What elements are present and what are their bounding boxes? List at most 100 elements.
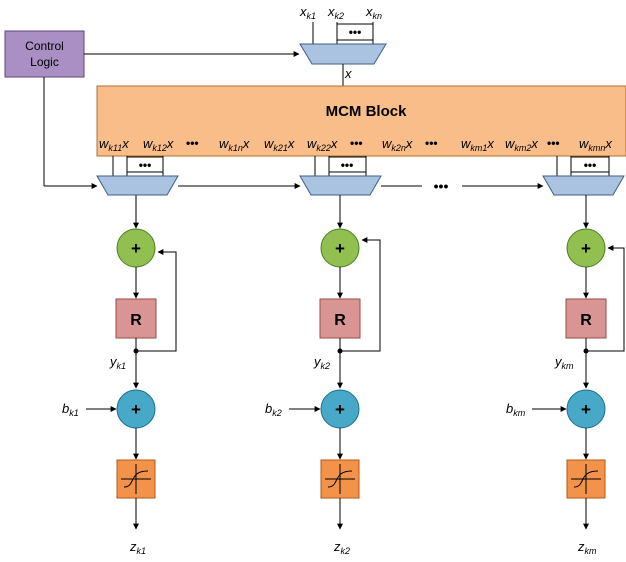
mcm-out-5-sub: k22 <box>316 143 331 153</box>
activation-2-curve <box>325 464 355 494</box>
out-1-sub: k1 <box>137 546 147 556</box>
accumulator-adder-m-symbol: + <box>581 239 591 258</box>
bias-m-base: b <box>506 401 513 416</box>
register-2-label: R <box>334 312 346 329</box>
acc-1-label: yk1 <box>109 354 126 371</box>
accumulator-adder-2-symbol: + <box>335 239 345 258</box>
register-1 <box>115 298 157 339</box>
bias-2-label: bk2 <box>265 401 282 418</box>
out-m-base: z <box>577 539 585 554</box>
mcm-block-title: MCM Block <box>326 103 407 120</box>
bias-m-sub: km <box>513 408 526 418</box>
mux-m <box>542 175 625 196</box>
mcm-out-9-sub: kmn <box>588 143 605 153</box>
mcm-out-6-sub: k2n <box>391 143 406 153</box>
input-x2-sub: k2 <box>335 11 345 21</box>
control-logic-label-1: Control <box>25 39 64 53</box>
mcm-out-8-base: w <box>505 136 516 151</box>
out-2-sub: k2 <box>341 546 351 556</box>
input-mux <box>299 43 387 65</box>
mcm-ellipsis-1: ••• <box>186 136 199 150</box>
bias-1-label: bk1 <box>62 401 79 418</box>
mux-output-label: x <box>344 66 352 81</box>
mcm-out-3-suffix: x <box>242 136 250 151</box>
bias-m-label: bkm <box>506 401 526 418</box>
control-logic-label-2: Logic <box>30 55 59 69</box>
mcm-out-5-base: w <box>307 136 318 151</box>
neuron-column-m: ••• + R ykm bkm + zkm <box>506 156 625 556</box>
svg-text:wk21x: wk21x <box>264 136 295 153</box>
mux-m-ellipsis-box <box>570 156 610 173</box>
mcm-out-7-base: w <box>461 136 472 151</box>
out-2-label: zk2 <box>333 539 350 556</box>
acc-1-base: y <box>109 354 118 369</box>
input-ellipsis: ••• <box>349 25 362 39</box>
neuron-column-2: ••• + R yk2 bk2 + zk2 <box>265 156 382 556</box>
mcm-out-8-sub: km2 <box>514 143 531 153</box>
mcm-block <box>96 85 626 157</box>
register-1-label: R <box>130 312 142 329</box>
mcm-out-3-sub: k1n <box>228 143 243 153</box>
mcm-ellipsis-4: ••• <box>547 136 560 150</box>
acc-m-sub: km <box>562 361 575 371</box>
bias-1-base: b <box>62 401 69 416</box>
input-x1-sub: k1 <box>307 11 317 21</box>
acc-2-label: yk2 <box>313 354 330 371</box>
mcm-out-1-base: w <box>99 136 110 151</box>
svg-text:wk12x: wk12x <box>143 136 174 153</box>
control-logic-box <box>4 30 85 78</box>
svg-text:xkn: xkn <box>365 4 382 21</box>
bias-2-sub: k2 <box>272 408 282 418</box>
mcm-out-2-suffix: x <box>166 136 174 151</box>
svg-text:wk1nx: wk1nx <box>219 136 250 153</box>
neuron-column-1: ••• + R yk1 bk1 + zk1 <box>62 156 179 556</box>
mcm-out-7-suffix: x <box>486 136 494 151</box>
mcm-out-9-suffix: x <box>604 136 612 151</box>
register-m-label: R <box>580 312 592 329</box>
out-2-base: z <box>333 539 341 554</box>
svg-text:wk2nx: wk2nx <box>382 136 413 153</box>
svg-text:wkm2x: wkm2x <box>505 136 538 153</box>
mcm-out-6-base: w <box>382 136 393 151</box>
mcm-out-4-base: w <box>264 136 275 151</box>
mcm-out-4-suffix: x <box>287 136 295 151</box>
mcm-out-1-sub: k11 <box>108 143 122 153</box>
mcm-ellipsis-3: ••• <box>425 136 438 150</box>
acc-2-base: y <box>313 354 322 369</box>
out-1-label: zk1 <box>129 539 146 556</box>
mux-1 <box>96 175 179 196</box>
input-xn-sub: kn <box>373 11 383 21</box>
mcm-out-3-base: w <box>219 136 230 151</box>
mux-2-ellipsis-box <box>328 156 367 173</box>
register-m <box>565 298 607 339</box>
bias-1-sub: k1 <box>69 408 79 418</box>
input-mux-inputs: xk1 xk2 xkn <box>299 4 382 21</box>
bias-adder-1-symbol: + <box>131 400 141 419</box>
register-2 <box>319 298 361 339</box>
mcm-out-7-sub: km1 <box>470 143 487 153</box>
bias-adder-m-symbol: + <box>581 400 591 419</box>
mcm-out-9-base: w <box>579 136 590 151</box>
svg-text:wk11x: wk11x <box>99 136 129 153</box>
accumulator-adder-1-symbol: + <box>131 239 141 258</box>
acc-m-label: ykm <box>554 354 574 371</box>
mcm-out-8-suffix: x <box>530 136 538 151</box>
input-x2-base: x <box>327 4 335 19</box>
svg-text:wkmnx: wkmnx <box>579 136 612 153</box>
mcm-ellipsis-2: ••• <box>350 136 363 150</box>
mcm-out-2-base: w <box>143 136 154 151</box>
acc-1-sub: k1 <box>117 361 127 371</box>
acc-2-sub: k2 <box>321 361 331 371</box>
mcm-out-2-sub: k12 <box>152 143 167 153</box>
out-m-label: zkm <box>577 539 597 556</box>
activation-1-curve <box>121 464 151 494</box>
acc-m-base: y <box>554 354 563 369</box>
mux-1-ellipsis-box <box>126 156 164 173</box>
bias-2-base: b <box>265 401 272 416</box>
mcm-out-5-suffix: x <box>330 136 338 151</box>
input-xn-base: x <box>365 4 373 19</box>
mux-m-ellipsis: ••• <box>584 158 597 172</box>
bias-adder-2-symbol: + <box>335 400 345 419</box>
mcm-output-labels: wk11x wk12x ••• wk1nx wk21x wk22x ••• wk… <box>99 136 612 153</box>
